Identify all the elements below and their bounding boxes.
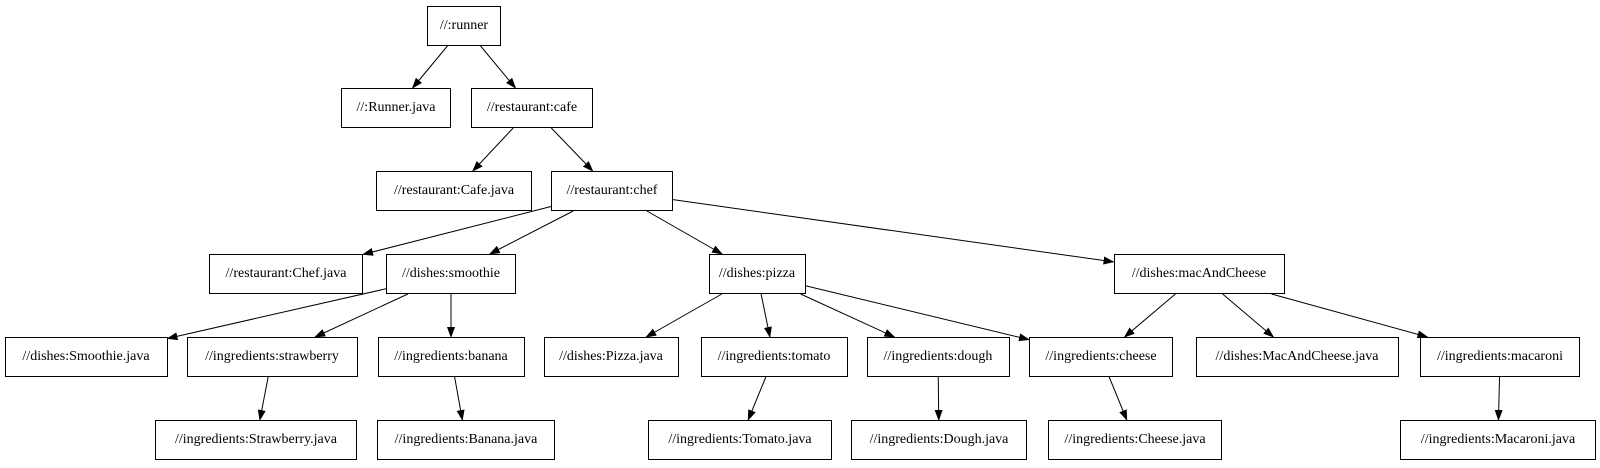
graph-edge-macaroni-to-macaroni-java (1494, 376, 1503, 421)
graph-edge-chef-to-macandcheese (672, 199, 1115, 265)
graph-edge-runner-to-runner-java (411, 45, 448, 89)
graph-node-runner-java: //:Runner.java (341, 88, 451, 128)
graph-node-pizza: //dishes:pizza (708, 254, 806, 294)
graph-edge-tomato-to-tomato-java (747, 376, 767, 421)
graph-node-chef: //restaurant:chef (551, 171, 673, 211)
graph-edge-chef-to-smoothie (488, 210, 574, 255)
graph-node-dough-java: //ingredients:Dough.java (851, 420, 1027, 460)
graph-node-smoothie: //dishes:smoothie (386, 254, 516, 294)
graph-node-runner: //:runner (427, 6, 501, 46)
graph-node-macaroni-java: //ingredients:Macaroni.java (1400, 420, 1596, 460)
graph-node-strawberry: //ingredients:strawberry (186, 337, 358, 377)
graph-node-macaroni: //ingredients:macaroni (1420, 337, 1580, 377)
graph-edge-runner-to-cafe (480, 45, 517, 89)
graph-node-cheese-java: //ingredients:Cheese.java (1048, 420, 1222, 460)
graph-edge-cafe-to-chef (550, 127, 594, 172)
graph-node-smoothie-java: //dishes:Smoothie.java (4, 337, 168, 377)
graph-node-dough: //ingredients:dough (866, 337, 1010, 377)
graph-edge-macandcheese-to-cheese (1123, 293, 1176, 338)
graph-edge-macandcheese-to-macandcheese-java (1222, 293, 1275, 338)
graph-edge-dough-to-dough-java (934, 376, 943, 421)
graph-edge-chef-to-chef-java (362, 206, 552, 256)
graph-node-banana-java: //ingredients:Banana.java (377, 420, 555, 460)
graph-node-macandcheese-java: //dishes:MacAndCheese.java (1195, 337, 1399, 377)
graph-node-chef-java: //restaurant:Chef.java (209, 254, 363, 294)
graph-edge-pizza-to-dough (800, 293, 896, 338)
graph-edge-smoothie-to-strawberry (314, 293, 409, 338)
graph-edge-pizza-to-pizza-java (645, 293, 723, 338)
graph-node-strawberry-java: //ingredients:Strawberry.java (155, 420, 357, 460)
graph-edge-banana-to-banana-java (454, 376, 465, 421)
graph-node-cafe: //restaurant:cafe (471, 88, 593, 128)
graph-edge-chef-to-pizza (646, 210, 723, 255)
graph-edge-cheese-to-cheese-java (1108, 376, 1128, 421)
graph-node-tomato: //ingredients:tomato (700, 337, 848, 377)
graph-node-tomato-java: //ingredients:Tomato.java (648, 420, 832, 460)
graph-edge-pizza-to-tomato (760, 293, 772, 338)
graph-node-banana: //ingredients:banana (377, 337, 525, 377)
graph-node-cheese: //ingredients:cheese (1029, 337, 1173, 377)
graph-edge-smoothie-to-smoothie-java (166, 288, 387, 341)
graph-edge-cafe-to-cafe-java (472, 127, 514, 172)
graph-node-pizza-java: //dishes:Pizza.java (543, 337, 679, 377)
graph-node-macandcheese: //dishes:macAndCheese (1113, 254, 1285, 294)
graph-edge-pizza-to-cheese (805, 285, 1030, 342)
graph-edge-macandcheese-to-macaroni (1271, 293, 1429, 339)
graph-node-cafe-java: //restaurant:Cafe.java (376, 171, 532, 211)
graph-edge-strawberry-to-strawberry-java (257, 376, 269, 421)
